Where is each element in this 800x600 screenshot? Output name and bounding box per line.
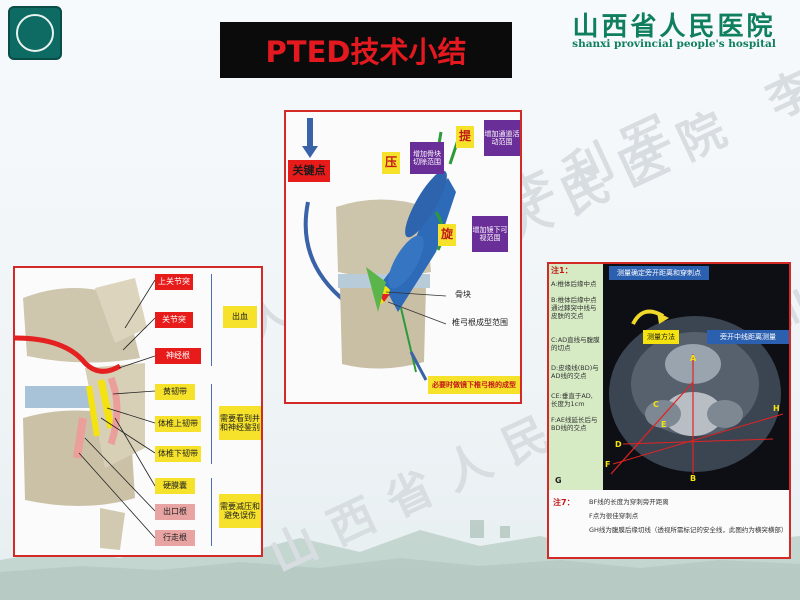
spine-illustration <box>15 278 156 550</box>
mri-title: 测量确定旁开距离和穿刺点 <box>609 266 709 280</box>
note-a: A:椎体后缘中点 <box>551 280 597 288</box>
point-f: F <box>605 460 611 469</box>
note-sidebar <box>549 264 603 490</box>
mri-method: 测量方法 <box>647 332 675 341</box>
arch-label: 椎弓根成型范围 <box>452 318 508 328</box>
press-note: 增加骨块切除范围 <box>410 142 444 174</box>
right-mri-panel: 注1： A:椎体后缘中点 B:椎体后缘中点通过棘突中线与皮肤的交点 C:AD直线… <box>547 262 791 559</box>
footer-notes: 注7： BF线的长度为穿刺旁开距离 F点为很佳穿刺点 GH线为腹膜后缘切线（透视… <box>549 492 789 557</box>
label-traversing-root: 行走根 <box>155 530 195 546</box>
slide-title-bar: PTED技术小结 <box>220 22 512 78</box>
slide-title: PTED技术小结 <box>265 35 467 69</box>
label-dural-sac: 硬膜囊 <box>155 478 195 494</box>
note-ce: CE:垂直于AD, 长度为1cm <box>551 392 593 409</box>
left-anatomy-panel: 上关节突 关节突 神经根 黄韧带 体椎上韧带 体椎下韧带 硬膜囊 出口根 行走根… <box>13 266 263 557</box>
bottom-note: 必要时做镜下椎弓根的成型 <box>428 376 520 394</box>
bracket-bleeding <box>211 274 212 366</box>
bracket-decompress <box>211 478 212 546</box>
point-g: G <box>555 476 562 485</box>
note-f: F:AE线延长后与BD线的交点 <box>551 416 598 433</box>
label-superior-facet: 上关节突 <box>155 274 193 290</box>
note-d: D:皮缘线(BD)与AD线的交点 <box>551 364 599 381</box>
point-e: E <box>661 420 667 429</box>
label-nerve-root: 神经根 <box>155 348 201 364</box>
hospital-name-en: shanxi provincial people's hospital <box>572 38 776 50</box>
note-heading: 注1： <box>551 266 573 275</box>
note-c: C:AD直线与腹膜的切点 <box>551 336 600 353</box>
mri-scan <box>603 264 789 490</box>
point-d: D <box>615 440 622 449</box>
label-ligamentum-flavum: 黄韧带 <box>155 384 195 400</box>
center-technique-panel: 关键点 压 增加骨块切除范围 提 增加通道活动范围 旋 增加镜下可视范围 骨块 … <box>284 110 522 404</box>
note-b: B:椎体后缘中点通过棘突中线与皮肤的交点 <box>551 296 597 321</box>
label-facet: 关节突 <box>155 312 193 328</box>
rotate-label: 旋 <box>438 224 456 246</box>
hospital-name-cn: 山西省人民医院 <box>572 12 776 42</box>
footer-note-2: F点为很佳穿刺点 <box>589 512 639 520</box>
key-point-label: 关键点 <box>288 160 330 182</box>
group-decompress: 需要减压和避免误伤 <box>219 494 261 528</box>
group-nerve-identify: 需要看到并和神经鉴别 <box>219 406 261 440</box>
rotate-note: 增加镜下可视范围 <box>472 216 508 252</box>
lift-note: 增加通道活动范围 <box>484 120 520 156</box>
point-h: H <box>773 404 780 413</box>
group-bleeding: 出血 <box>223 306 257 328</box>
bracket-nerve <box>211 384 212 464</box>
hospital-logo <box>8 6 62 60</box>
footer-note-1: BF线的长度为穿刺旁开距离 <box>589 498 669 506</box>
label-upper-ligament: 体椎上韧带 <box>155 416 201 432</box>
footer-heading: 注7： <box>553 498 575 507</box>
bone-label: 骨块 <box>455 290 471 300</box>
point-c: C <box>653 400 659 409</box>
point-b: B <box>690 474 697 483</box>
point-a: A <box>690 354 697 363</box>
logo-ring-icon <box>16 14 54 52</box>
mri-measure: 旁开中线距离测量 <box>720 332 776 341</box>
endoscope-illustration <box>302 118 460 381</box>
press-label: 压 <box>382 152 400 174</box>
label-exiting-root: 出口根 <box>155 504 195 520</box>
lift-label: 提 <box>456 126 474 148</box>
label-lower-ligament: 体椎下韧带 <box>155 446 201 462</box>
footer-note-3: GH线为腹膜后缘切线（透视所需标记的安全线，此图约为横突横部） <box>589 526 788 534</box>
